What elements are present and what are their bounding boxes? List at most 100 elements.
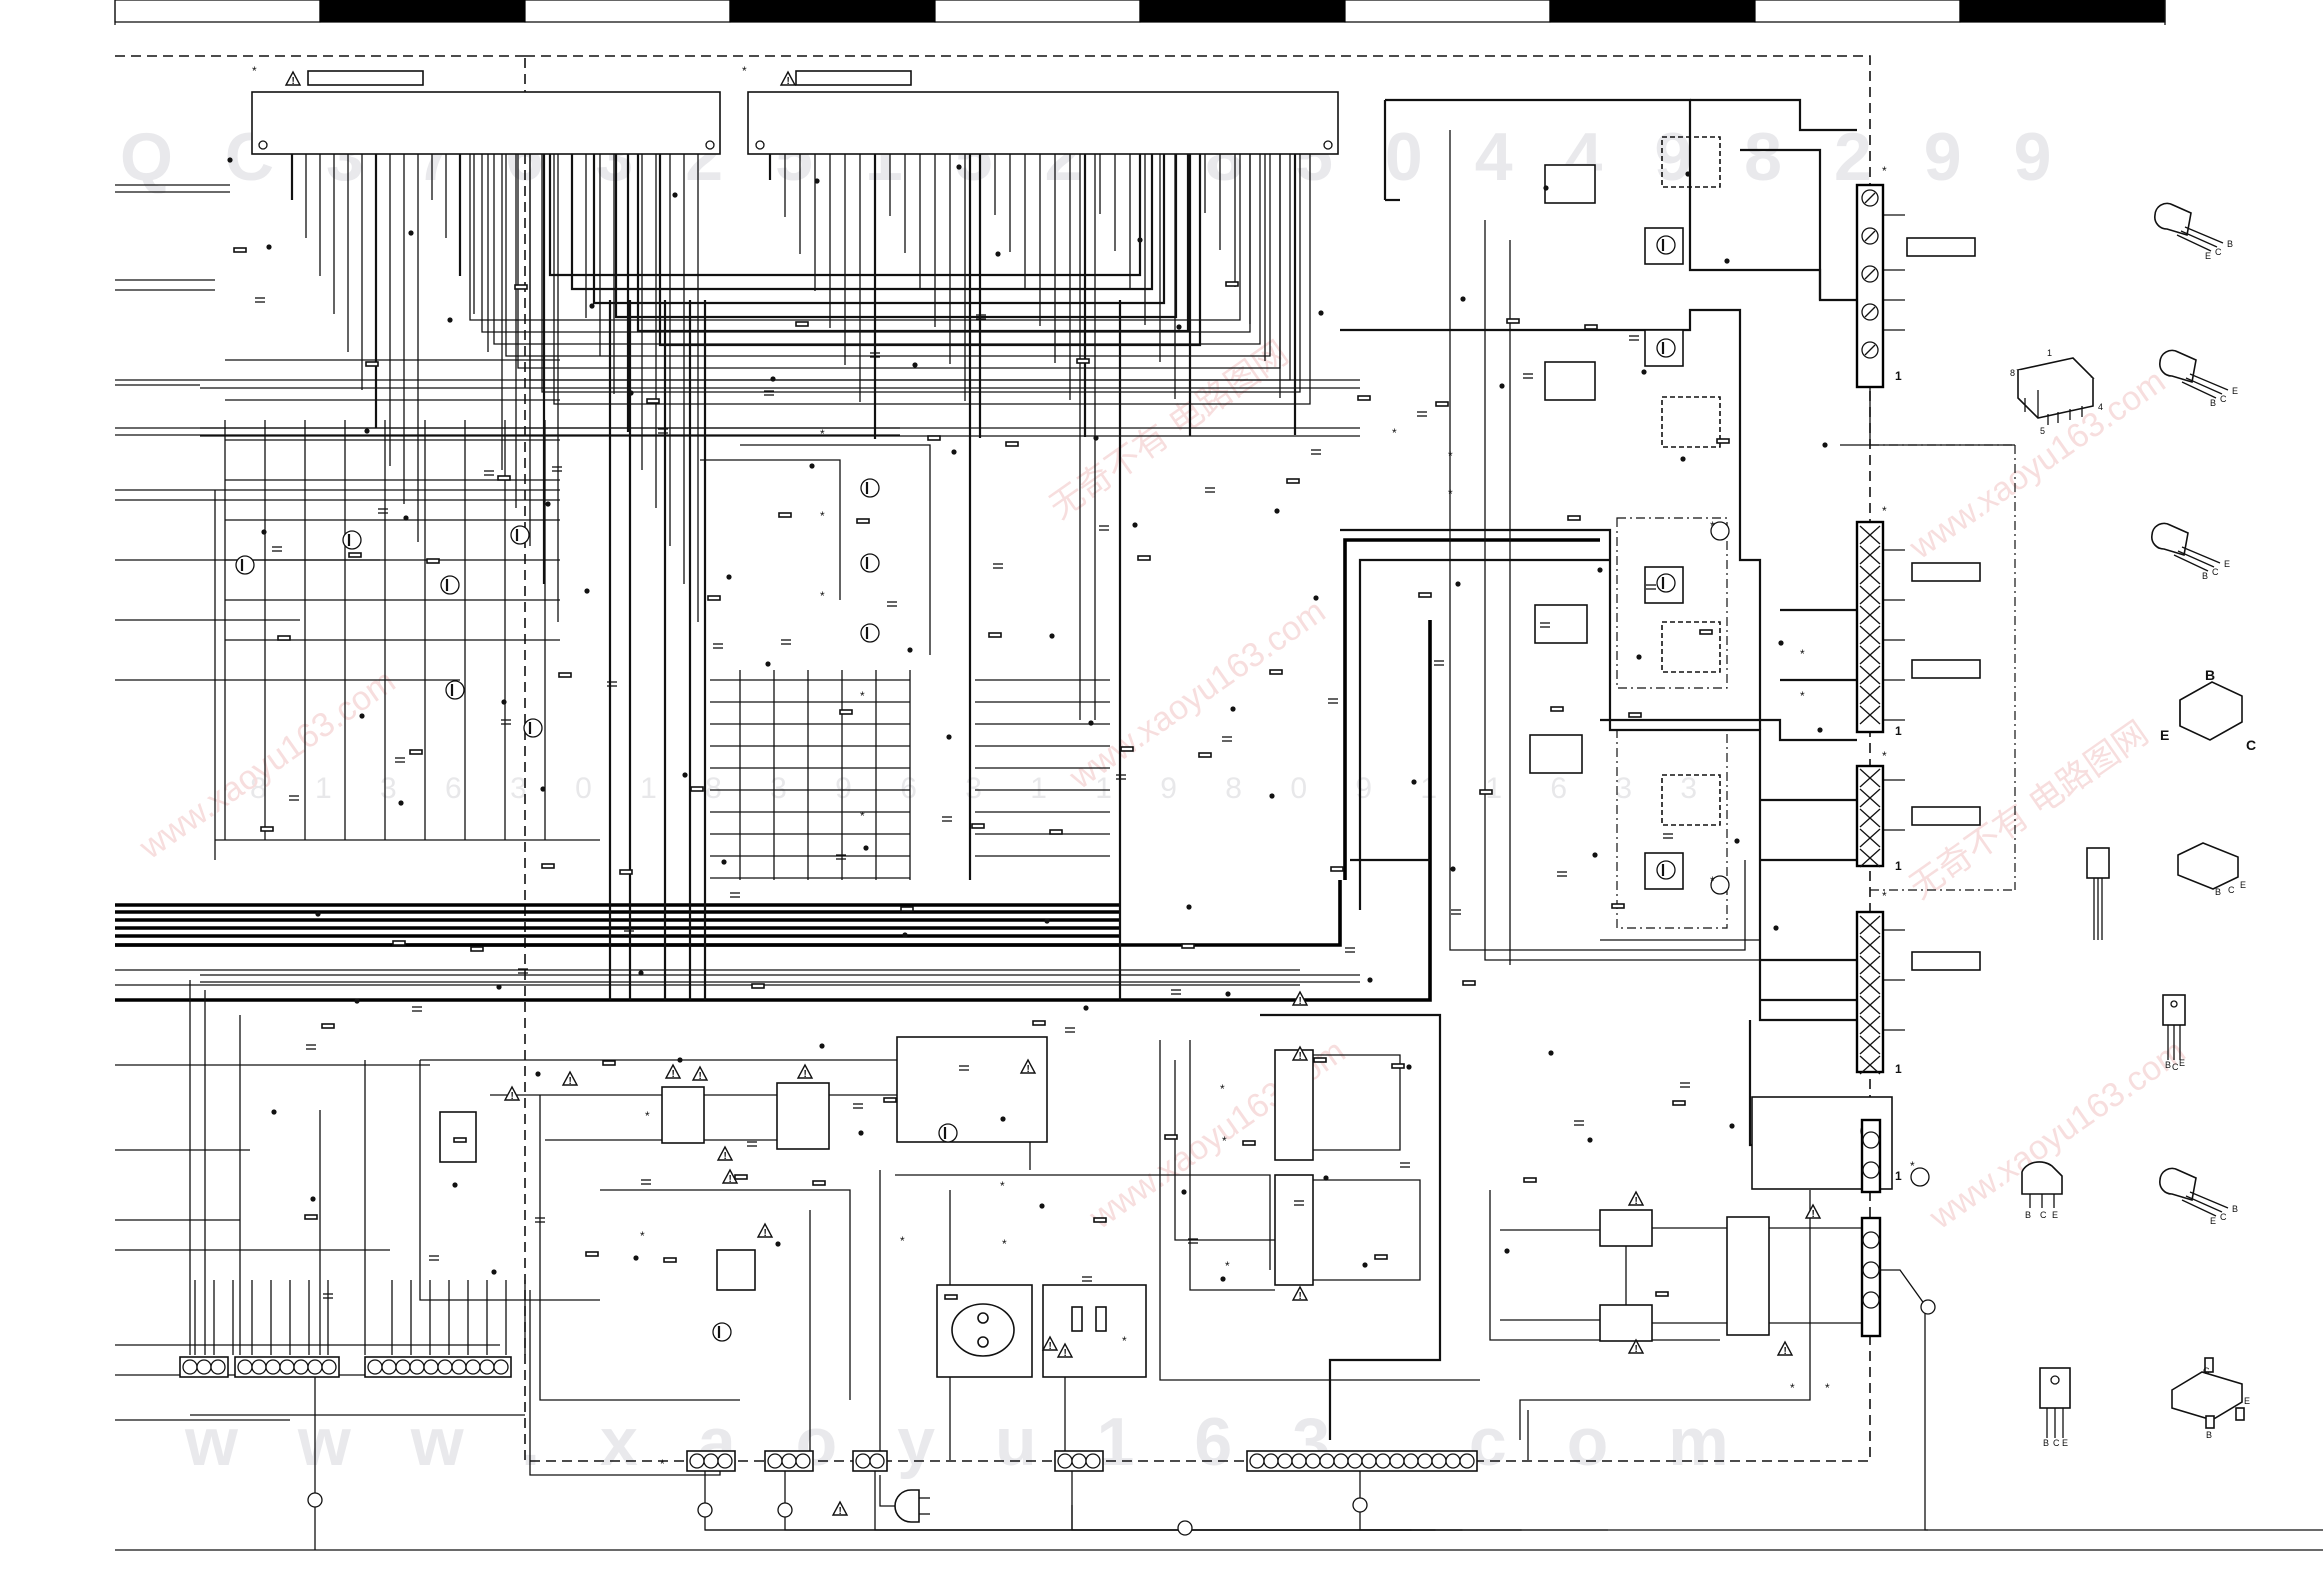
junction-dot [1274, 508, 1280, 514]
package-pin-label: C [2215, 247, 2222, 257]
strip-segment [319, 0, 526, 23]
ac-plug [894, 1489, 920, 1523]
junction-dot [1181, 1189, 1187, 1195]
power-wire [1260, 1013, 1442, 1440]
transistor-symbol [860, 478, 880, 498]
resistor [392, 940, 406, 946]
connector-pin [479, 1359, 495, 1375]
terminal-cross [1859, 935, 1881, 955]
package-pin-label: C [2053, 1438, 2060, 1448]
staircase-line [517, 154, 1281, 369]
junction-dot [408, 230, 414, 236]
junction-dot [1597, 567, 1603, 573]
connector-pin [293, 1359, 309, 1375]
package-body [2171, 1371, 2243, 1421]
junction-dot [266, 244, 272, 250]
terminal-cross [1859, 545, 1881, 565]
junction-dot [545, 501, 551, 507]
warning-icon [1627, 1190, 1645, 1206]
watermark-diagonal-2: www.xaoyu163.com [1062, 592, 1332, 797]
channel-wire [1385, 98, 1857, 302]
resistor [426, 558, 440, 564]
package-body [2177, 842, 2239, 890]
watermark-mid-code: 8 1 3 6 3 0 1 8 3 9 6 3 1 1 9 8 0 9 1 1 … [250, 772, 1717, 805]
strip-segment [729, 0, 936, 23]
package-pin-label: C [2228, 885, 2235, 895]
warning-icon [561, 1070, 579, 1086]
power-wire [895, 1174, 1271, 1270]
package-pin-label: C [2246, 737, 2256, 753]
junction-dot [1313, 595, 1319, 601]
terminal-cross [1859, 808, 1881, 828]
star-mark: * [1882, 164, 1887, 178]
strip-segment [524, 0, 731, 23]
junction-dot [946, 734, 952, 740]
terminal-cross [1859, 705, 1881, 725]
junction-dot [1504, 1248, 1510, 1254]
staircase-line [592, 154, 1166, 305]
cable-end [697, 1502, 713, 1518]
connector-header-right [747, 70, 1339, 155]
terminal-cross [1859, 955, 1881, 975]
junction-dot [677, 1057, 683, 1063]
star-mark: * [860, 809, 865, 823]
resistor [900, 906, 914, 912]
screw-slot [1864, 268, 1876, 280]
resistor [1699, 629, 1713, 635]
package-pad [2235, 1407, 2245, 1421]
warning-mark: ! [764, 1228, 767, 1239]
connector-pin [1057, 1453, 1073, 1469]
resistor [1032, 1020, 1046, 1026]
junction-dot [1137, 237, 1143, 243]
resistor [1225, 281, 1239, 287]
package-pin-label: E [2179, 1058, 2185, 1068]
package-body [2039, 1367, 2071, 1409]
power-wire [1313, 1054, 1401, 1151]
ground-mark: 1 [1895, 1169, 1902, 1183]
connector-pin [1085, 1453, 1101, 1469]
to92-package-c [2151, 522, 2221, 572]
junction-dot [902, 932, 908, 938]
terminal-cross [1859, 685, 1881, 705]
warning-mark: ! [1812, 1209, 1815, 1220]
star-mark: * [1448, 449, 1453, 463]
connector-pin [1375, 1453, 1391, 1469]
junction-dot [589, 303, 595, 309]
ground-mark: 1 [1895, 1062, 1902, 1076]
package-lead [2176, 234, 2212, 252]
resistor [541, 863, 555, 869]
junction-dot [721, 859, 727, 865]
resistor [1628, 712, 1642, 718]
star-mark: * [1882, 749, 1887, 763]
connector-pin [307, 1359, 323, 1375]
strip-segment [1139, 0, 1346, 23]
title-strip [114, 0, 2166, 23]
warning-mark: ! [1784, 1346, 1787, 1357]
ground-mark: 1 [1895, 859, 1902, 873]
connector-pin [423, 1359, 439, 1375]
junction-dot [1132, 522, 1138, 528]
package-lead [2181, 1199, 2217, 1217]
warning-icon [1291, 1045, 1309, 1061]
package-pin-label: B [2165, 1060, 2171, 1070]
resistor [778, 512, 792, 518]
junction-dot [354, 998, 360, 1004]
star-mark: * [1225, 1259, 1230, 1273]
star-mark: * [1002, 1237, 1007, 1251]
resistor [304, 1214, 318, 1220]
junction-dot [819, 1043, 825, 1049]
connector-pin [1333, 1453, 1349, 1469]
frame [114, 0, 2323, 1551]
package-body [2159, 349, 2197, 384]
dip-pin-5: 5 [2040, 426, 2045, 436]
screw-slot [1864, 306, 1876, 318]
junction-dot [1176, 324, 1182, 330]
connector-pin [703, 1453, 719, 1469]
junction-dot [1817, 727, 1823, 733]
power-wire [1159, 1040, 1480, 1381]
transistor-symbol [342, 530, 362, 550]
warning-icon [796, 1063, 814, 1079]
connector-pin [1389, 1453, 1405, 1469]
staircase-line [636, 154, 1190, 333]
terminal-cross [1859, 975, 1881, 995]
